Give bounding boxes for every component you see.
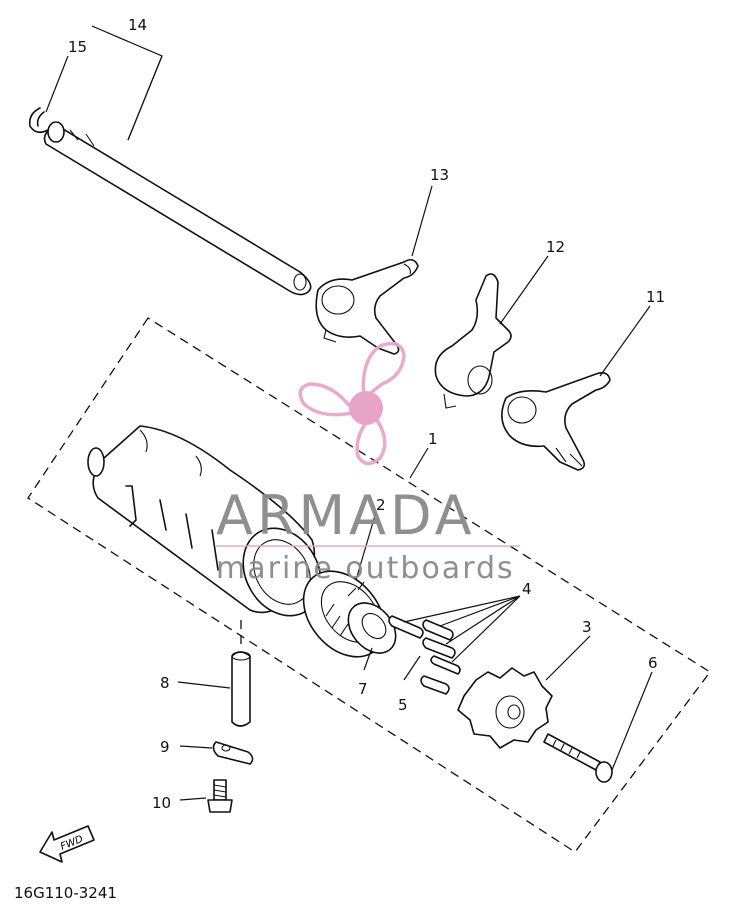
shift-cam-drum bbox=[87, 425, 322, 617]
screw-6 bbox=[543, 733, 613, 783]
callout-9: 9 bbox=[160, 738, 170, 756]
shift-fork-12 bbox=[434, 273, 512, 409]
fwd-arrow: FWD bbox=[39, 825, 95, 863]
callout-5: 5 bbox=[398, 696, 408, 714]
part-code: 16G110-3241 bbox=[14, 884, 117, 902]
pin-5 bbox=[420, 675, 450, 695]
callout-1: 1 bbox=[428, 430, 438, 448]
watermark-brand: ARMADA bbox=[216, 484, 476, 547]
shift-fork-11 bbox=[501, 372, 611, 471]
callout-2: 2 bbox=[376, 496, 386, 514]
callout-numbers: 14 15 13 12 11 1 2 4 3 6 7 5 8 9 10 bbox=[68, 16, 665, 812]
dowel-pin bbox=[231, 620, 251, 727]
plate bbox=[212, 741, 254, 765]
shift-fork-13 bbox=[315, 258, 419, 355]
callout-11: 11 bbox=[646, 288, 665, 306]
watermark-tagline: marine outboards bbox=[216, 551, 515, 586]
callout-15: 15 bbox=[68, 38, 87, 56]
callout-4: 4 bbox=[522, 580, 532, 598]
propeller-logo-icon bbox=[298, 341, 406, 466]
circlip bbox=[28, 107, 49, 134]
callout-14: 14 bbox=[128, 16, 147, 34]
pins bbox=[388, 615, 461, 675]
watermark: ARMADA marine outboards bbox=[216, 341, 520, 586]
bolt-10 bbox=[207, 779, 233, 813]
callout-12: 12 bbox=[546, 238, 565, 256]
callout-7: 7 bbox=[358, 680, 368, 698]
callout-10: 10 bbox=[152, 794, 171, 812]
callout-8: 8 bbox=[160, 674, 170, 692]
leader-lines bbox=[45, 25, 653, 801]
stopper-plate bbox=[457, 667, 553, 749]
callout-13: 13 bbox=[430, 166, 449, 184]
callout-6: 6 bbox=[648, 654, 658, 672]
callout-3: 3 bbox=[582, 618, 592, 636]
segment-retainer bbox=[347, 602, 397, 654]
shift-fork-guide-bar bbox=[43, 121, 312, 296]
